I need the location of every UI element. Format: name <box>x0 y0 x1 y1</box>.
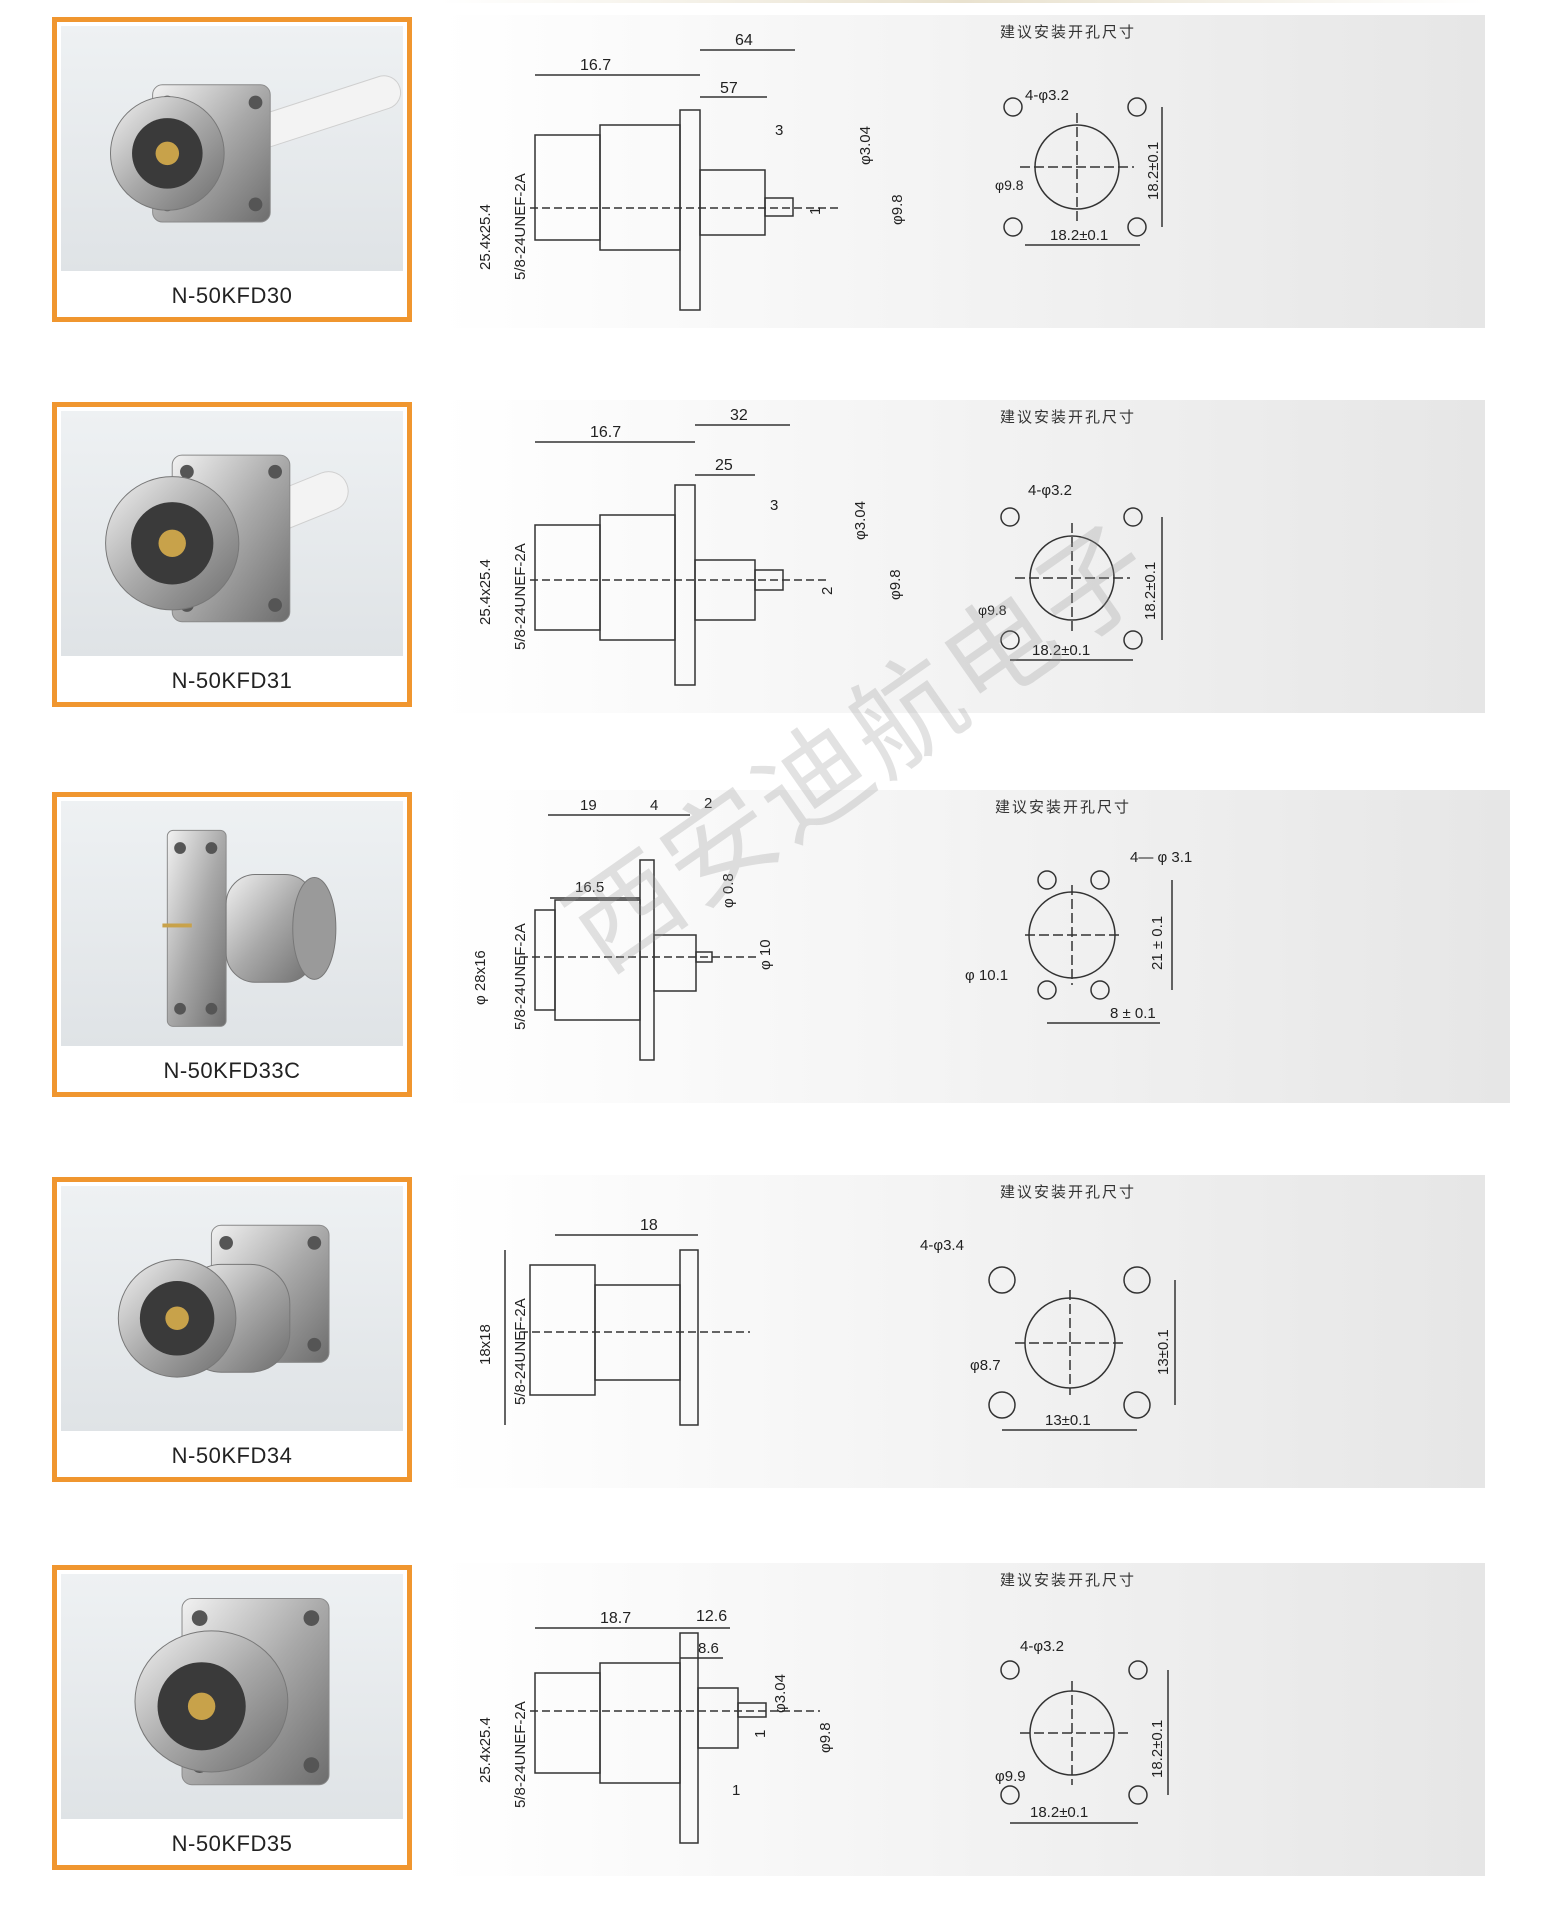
connector-image <box>162 829 337 1027</box>
connector-image <box>105 454 349 623</box>
dim-label: 1 <box>732 1782 740 1799</box>
dim-label: 19 <box>580 797 597 814</box>
dim-label: 32 <box>730 407 748 424</box>
dim-label: 2 <box>819 587 836 595</box>
dim-label: 5/8-24UNEF-2A <box>512 1298 529 1405</box>
dim-label: φ 10 <box>757 939 774 970</box>
product-photo <box>61 411 403 656</box>
dim-label: 2 <box>704 795 712 812</box>
connector-image <box>109 75 402 223</box>
mount-label: 18.2±0.1 <box>1145 142 1162 200</box>
dim-label: 25 <box>715 457 733 474</box>
dim-label: 25.4x25.4 <box>477 204 494 270</box>
product-photo <box>61 1186 403 1431</box>
mount-label: 18.2±0.1 <box>1030 1804 1088 1821</box>
mount-label: 18.2±0.1 <box>1142 562 1159 620</box>
mount-label: 4-φ3.4 <box>920 1237 964 1254</box>
product-row: N-50KFD33C 建议安装开孔尺寸 19 4 2 16.5 φ 0.8 φ … <box>0 790 1545 1110</box>
dimension-drawing: 18 18x18 5/8-24UNEF-2A 4-φ3.4 φ8.7 13±0.… <box>477 1217 1176 1431</box>
dimension-drawing: 16.7 32 25 3 φ3.04 2 φ9.8 25.4x25.4 5/8-… <box>477 407 1163 686</box>
mount-label: φ9.8 <box>995 177 1024 193</box>
dim-label: 57 <box>720 80 738 97</box>
dim-label: 5/8-24UNEF-2A <box>512 923 529 1030</box>
dim-label: 18x18 <box>477 1324 494 1365</box>
product-card[interactable]: N-50KFD35 <box>52 1565 412 1870</box>
dim-label: 64 <box>735 32 753 49</box>
mount-hint: 建议安装开孔尺寸 <box>1000 23 1137 41</box>
dim-label: 16.7 <box>590 424 621 441</box>
mount-hint: 建议安装开孔尺寸 <box>1000 1571 1137 1589</box>
product-photo <box>61 801 403 1046</box>
dimension-panel: 建议安装开孔尺寸 19 4 2 16.5 φ 0.8 φ 10 φ 28x16 … <box>440 790 1510 1103</box>
dim-label: 8.6 <box>698 1640 719 1657</box>
product-card[interactable]: N-50KFD31 <box>52 402 412 707</box>
dim-label: φ 0.8 <box>720 873 737 908</box>
mount-label: 21 ± 0.1 <box>1149 916 1166 970</box>
model-label: N-50KFD33C <box>163 1058 301 1083</box>
dim-label: 25.4x25.4 <box>477 1717 494 1783</box>
mount-label: 13±0.1 <box>1045 1412 1091 1429</box>
product-row: N-50KFD35 建议安装开孔尺寸 18.7 12.6 8.6 φ3.04 1… <box>0 1563 1545 1883</box>
dimension-drawing: 16.7 64 57 3 φ3.04 1 φ9.8 25.4x25.4 5/8-… <box>477 32 1163 311</box>
mount-label: 4-φ3.2 <box>1028 482 1072 499</box>
dim-label: 12.6 <box>696 1608 727 1625</box>
mount-label: φ8.7 <box>970 1357 1001 1374</box>
model-label: N-50KFD34 <box>171 1443 293 1468</box>
dim-label: φ3.04 <box>772 1674 789 1713</box>
mount-label: φ9.8 <box>978 602 1007 618</box>
dim-label: 18 <box>640 1217 658 1234</box>
dim-label: 1 <box>752 1730 769 1738</box>
dim-label: 3 <box>775 122 783 139</box>
product-card[interactable]: N-50KFD30 <box>52 17 412 322</box>
dim-label: φ3.04 <box>857 126 874 165</box>
connector-image <box>117 1224 330 1378</box>
dimension-drawing: 19 4 2 16.5 φ 0.8 φ 10 φ 28x16 5/8-24UNE… <box>472 795 1192 1061</box>
dim-label: 18.7 <box>600 1610 631 1627</box>
product-row: N-50KFD31 建议安装开孔尺寸 16.7 32 25 3 φ3.04 2 … <box>0 400 1545 720</box>
product-row: N-50KFD34 建议安装开孔尺寸 18 18x18 5/8-24UNEF-2… <box>0 1175 1545 1495</box>
mount-label: 13±0.1 <box>1155 1329 1172 1375</box>
mount-label: 18.2±0.1 <box>1032 642 1090 659</box>
model-label: N-50KFD30 <box>171 283 293 308</box>
model-label: N-50KFD31 <box>171 668 293 693</box>
dim-label: φ9.8 <box>889 194 906 225</box>
mount-hint: 建议安装开孔尺寸 <box>1000 1183 1137 1201</box>
dimension-panel: 建议安装开孔尺寸 18 18x18 5/8-24UNEF-2A 4-φ3.4 φ… <box>440 1175 1485 1488</box>
mount-label: 4— φ 3.1 <box>1130 849 1192 866</box>
dim-label: 16.7 <box>580 57 611 74</box>
dim-label: φ3.04 <box>852 501 869 540</box>
top-divider <box>440 0 1485 3</box>
dimension-panel: 建议安装开孔尺寸 18.7 12.6 8.6 φ3.04 1 φ9.8 1 25… <box>440 1563 1485 1876</box>
mount-label: φ 10.1 <box>965 967 1008 984</box>
dimension-drawing: 18.7 12.6 8.6 φ3.04 1 φ9.8 1 25.4x25.4 5… <box>477 1608 1169 1844</box>
dim-label: 4 <box>650 797 658 814</box>
dim-label: φ9.8 <box>887 569 904 600</box>
mount-hint: 建议安装开孔尺寸 <box>1000 408 1137 426</box>
mount-label: 18.2±0.1 <box>1050 227 1108 244</box>
dim-label: 1 <box>807 207 824 215</box>
mount-label: 4-φ3.2 <box>1020 1638 1064 1655</box>
dim-label: 5/8-24UNEF-2A <box>512 543 529 650</box>
mount-label: 8 ± 0.1 <box>1110 1005 1156 1022</box>
product-photo <box>61 1574 403 1819</box>
dimension-panel: 建议安装开孔尺寸 16.7 32 25 3 φ3.04 2 φ9.8 25.4x… <box>440 400 1485 713</box>
dim-label: φ9.8 <box>817 1722 834 1753</box>
dim-label: 5/8-24UNEF-2A <box>512 173 529 280</box>
dim-label: 25.4x25.4 <box>477 559 494 625</box>
mount-label: 4-φ3.2 <box>1025 87 1069 104</box>
product-photo <box>61 26 403 271</box>
dim-label: φ 28x16 <box>472 950 489 1005</box>
product-row: N-50KFD30 建议安装开孔尺寸 16.7 64 57 3 φ3.04 1 … <box>0 15 1545 335</box>
connector-image <box>134 1598 330 1786</box>
product-card[interactable]: N-50KFD34 <box>52 1177 412 1482</box>
dimension-panel: 建议安装开孔尺寸 16.7 64 57 3 φ3.04 1 φ9.8 25.4x… <box>440 15 1485 328</box>
mount-label: 18.2±0.1 <box>1149 1720 1166 1778</box>
mount-label: φ9.9 <box>995 1768 1026 1785</box>
mount-hint: 建议安装开孔尺寸 <box>995 798 1132 816</box>
dim-label: 3 <box>770 497 778 514</box>
dim-label: 16.5 <box>575 879 604 896</box>
model-label: N-50KFD35 <box>171 1831 293 1856</box>
dim-label: 5/8-24UNEF-2A <box>512 1701 529 1808</box>
product-card[interactable]: N-50KFD33C <box>52 792 412 1097</box>
